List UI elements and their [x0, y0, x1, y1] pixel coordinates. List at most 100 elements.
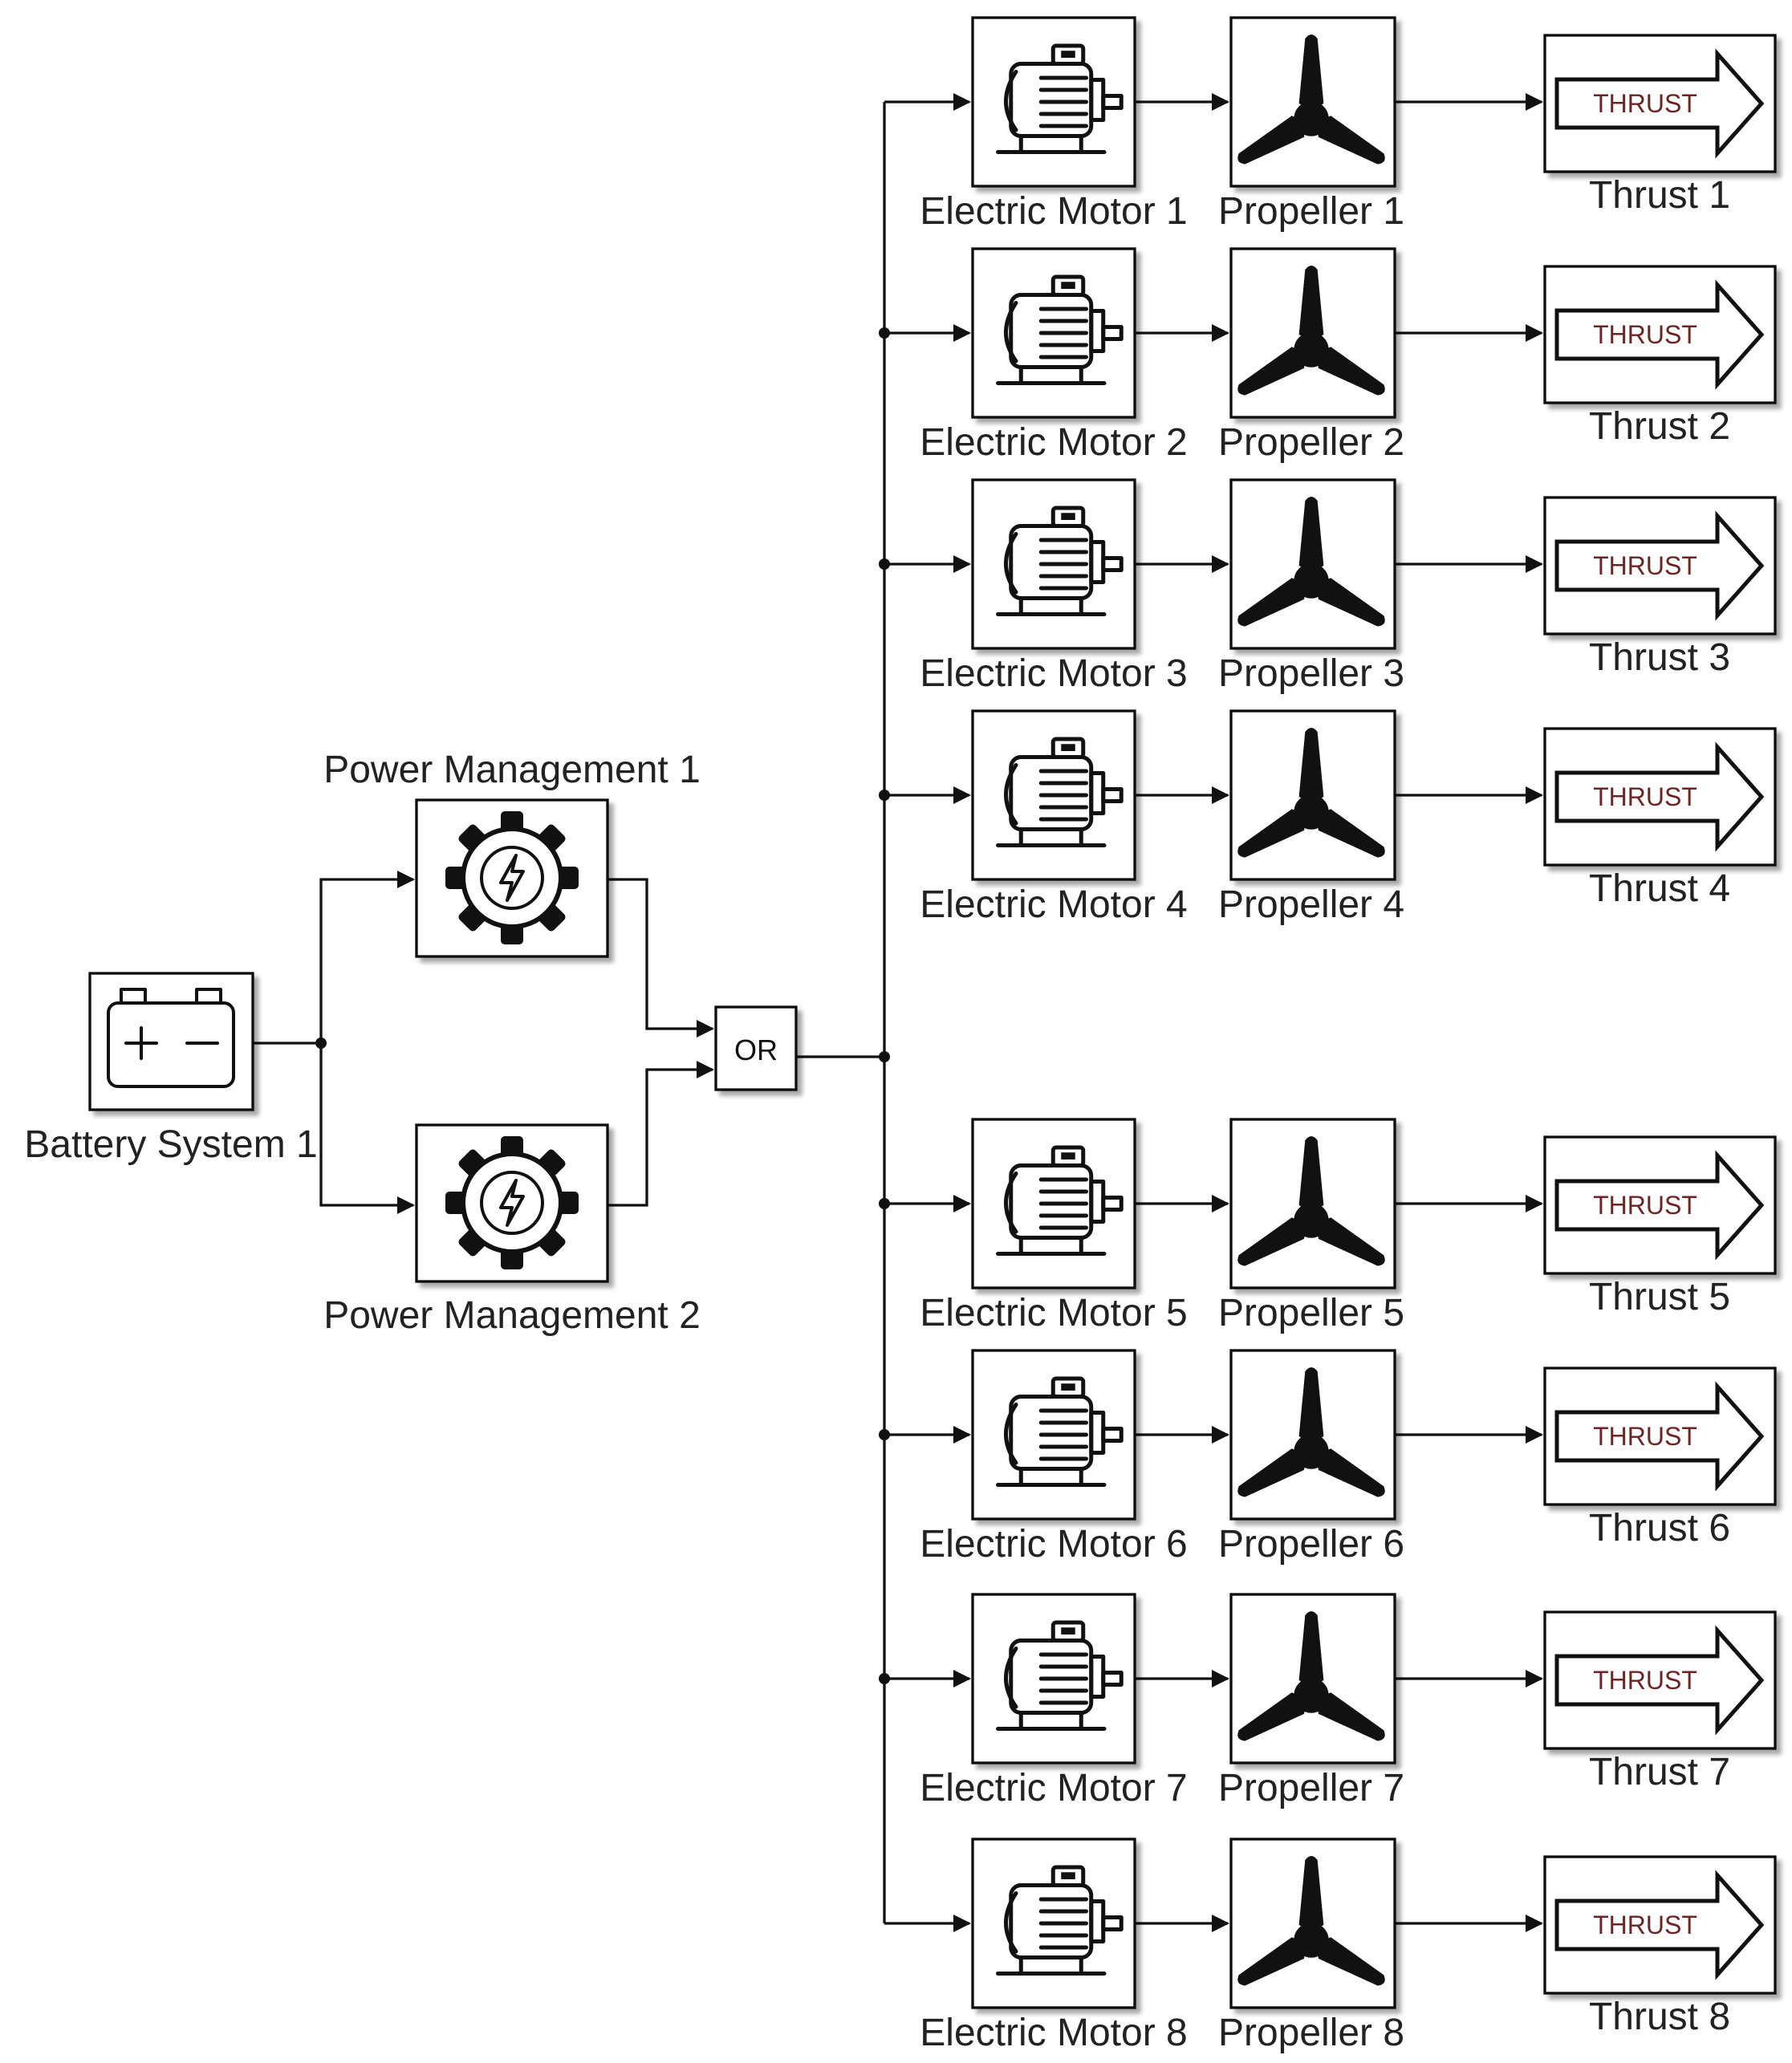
- propeller-label-8: Propeller 8: [1218, 2012, 1404, 2054]
- electric-motor-block-7: Electric Motor 7: [920, 1593, 1188, 1809]
- thrust-icon-text-2: THRUST: [1593, 320, 1697, 349]
- arrow-to-thrust-8: [1526, 1915, 1543, 1932]
- or-block-frame: [714, 1005, 798, 1091]
- arrow-to-prop-5: [1212, 1195, 1229, 1212]
- propeller-block-7: Propeller 7: [1218, 1593, 1404, 1809]
- arrow-pm2-to-or: [697, 1061, 714, 1078]
- thrust-arrow-icon: [1554, 1381, 1765, 1492]
- electric-motor-label-5: Electric Motor 5: [920, 1292, 1187, 1334]
- electric-motor-block-3: Electric Motor 3: [920, 478, 1188, 695]
- thrust-block-5: THRUST Thrust 5: [1543, 1135, 1777, 1318]
- electric-motor-label-1: Electric Motor 1: [920, 190, 1187, 233]
- electric-motor-label-2: Electric Motor 2: [920, 421, 1187, 464]
- power-management-label-1: Power Management 1: [323, 749, 701, 791]
- arrow-to-thrust-4: [1526, 786, 1543, 804]
- wire-pm2-to-or: [607, 1068, 713, 1207]
- electric-motor-block-6: Electric Motor 6: [920, 1349, 1188, 1566]
- thrust-label-6: Thrust 6: [1589, 1507, 1730, 1549]
- arrow-to-prop-3: [1212, 555, 1229, 573]
- arrow-to-thrust-2: [1526, 324, 1543, 342]
- electric-motor-block-4: Electric Motor 4: [920, 709, 1188, 926]
- arrow-to-motor-4: [953, 786, 971, 804]
- thrust-icon-text-3: THRUST: [1593, 551, 1697, 580]
- arrow-to-motor-2: [953, 324, 971, 342]
- electric-motor-block-2: Electric Motor 2: [920, 247, 1188, 464]
- arrow-to-motor-6: [953, 1426, 971, 1444]
- battery-block: Battery System 1: [24, 972, 318, 1166]
- power-management-block-2: Power Management 2: [323, 1123, 701, 1337]
- thrust-arrow-icon: [1554, 1625, 1765, 1736]
- thrust-label-5: Thrust 5: [1589, 1276, 1730, 1318]
- electric-motor-label-3: Electric Motor 3: [920, 652, 1187, 695]
- arrow-to-prop-7: [1212, 1670, 1229, 1687]
- arrow-to-thrust-6: [1526, 1426, 1543, 1444]
- blocks-layer: Battery System 1 Power Management 1 Power …: [24, 16, 1777, 2054]
- thrust-label-3: Thrust 3: [1589, 636, 1730, 679]
- arrow-to-motor-1: [953, 93, 971, 111]
- arrow-to-thrust-5: [1526, 1195, 1543, 1212]
- thrust-icon-text-5: THRUST: [1593, 1191, 1697, 1220]
- or-label: OR: [734, 1034, 778, 1066]
- thrust-arrow-icon: [1554, 510, 1765, 621]
- arrow-to-motor-8: [953, 1915, 971, 1932]
- thrust-label-1: Thrust 1: [1589, 174, 1730, 217]
- thrust-block-3: THRUST Thrust 3: [1543, 496, 1777, 679]
- arrow-to-thrust-3: [1526, 555, 1543, 573]
- arrow-to-pm2: [397, 1196, 415, 1214]
- arrow-to-prop-4: [1212, 786, 1229, 804]
- power-management-block-1: Power Management 1: [323, 749, 701, 958]
- propeller-label-2: Propeller 2: [1218, 421, 1404, 464]
- arrow-to-prop-6: [1212, 1426, 1229, 1444]
- thrust-arrow-icon: [1554, 1150, 1765, 1261]
- thrust-block-7: THRUST Thrust 7: [1543, 1610, 1777, 1793]
- arrow-to-thrust-1: [1526, 93, 1543, 111]
- thrust-arrow-icon: [1554, 1870, 1765, 1980]
- arrow-to-prop-8: [1212, 1915, 1229, 1932]
- thrust-arrow-icon: [1554, 48, 1765, 159]
- arrow-to-prop-1: [1212, 93, 1229, 111]
- thrust-label-2: Thrust 2: [1589, 405, 1730, 448]
- propeller-block-3: Propeller 3: [1218, 478, 1404, 695]
- gear-lightning-icon: [444, 810, 580, 946]
- propeller-block-8: Propeller 8: [1218, 1838, 1404, 2054]
- propeller-label-4: Propeller 4: [1218, 883, 1404, 926]
- arrow-pm1-to-or: [697, 1020, 714, 1038]
- propeller-label-6: Propeller 6: [1218, 1523, 1404, 1566]
- power-management-label-2: Power Management 2: [323, 1294, 701, 1337]
- propeller-block-6: Propeller 6: [1218, 1349, 1404, 1566]
- arrow-to-motor-7: [953, 1670, 971, 1687]
- propeller-label-5: Propeller 5: [1218, 1292, 1404, 1334]
- arrow-to-motor-5: [953, 1195, 971, 1212]
- wire-to-pm1: [319, 878, 413, 1043]
- arrow-to-pm1: [397, 871, 415, 888]
- battery-label: Battery System 1: [24, 1123, 317, 1166]
- propeller-block-4: Propeller 4: [1218, 709, 1404, 926]
- thrust-label-8: Thrust 8: [1589, 1996, 1730, 2038]
- gear-lightning-icon: [444, 1135, 580, 1271]
- thrust-block-2: THRUST Thrust 2: [1543, 265, 1777, 448]
- electric-motor-label-4: Electric Motor 4: [920, 883, 1187, 926]
- electric-motor-block-5: Electric Motor 5: [920, 1118, 1188, 1334]
- thrust-icon-text-8: THRUST: [1593, 1911, 1697, 1939]
- electric-motor-label-8: Electric Motor 8: [920, 2012, 1187, 2054]
- wire-pm1-to-or: [607, 878, 713, 1030]
- electric-motor-block-1: Electric Motor 1: [920, 16, 1188, 233]
- electric-motor-label-7: Electric Motor 7: [920, 1767, 1187, 1809]
- propeller-label-1: Propeller 1: [1218, 190, 1404, 233]
- thrust-icon-text-7: THRUST: [1593, 1666, 1697, 1695]
- thrust-block-1: THRUST Thrust 1: [1543, 34, 1777, 217]
- thrust-block-6: THRUST Thrust 6: [1543, 1367, 1777, 1549]
- arrow-to-motor-3: [953, 555, 971, 573]
- or-block: OR: [714, 1005, 798, 1091]
- thrust-icon-text-6: THRUST: [1593, 1422, 1697, 1451]
- electric-motor-label-6: Electric Motor 6: [920, 1523, 1187, 1566]
- thrust-icon-text-1: THRUST: [1593, 89, 1697, 118]
- thrust-label-4: Thrust 4: [1589, 867, 1730, 910]
- thrust-arrow-icon: [1554, 741, 1765, 852]
- thrust-label-7: Thrust 7: [1589, 1751, 1730, 1793]
- propeller-block-1: Propeller 1: [1218, 16, 1404, 233]
- electric-motor-block-8: Electric Motor 8: [920, 1838, 1188, 2054]
- propeller-block-5: Propeller 5: [1218, 1118, 1404, 1334]
